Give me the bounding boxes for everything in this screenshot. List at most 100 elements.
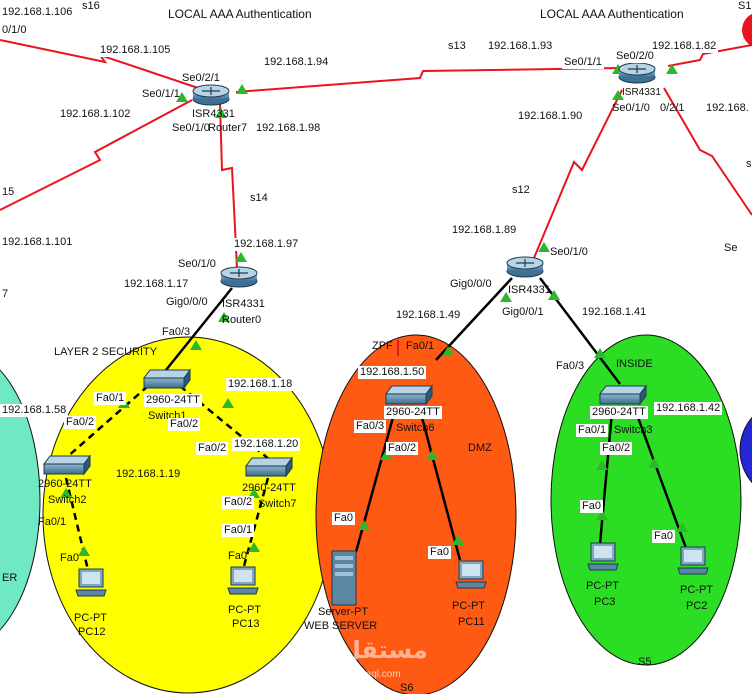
router-model: ISR4331 <box>192 108 235 120</box>
zone-label-left: ER <box>2 572 18 584</box>
link-sw3-pc2 <box>634 411 688 549</box>
link-label: s16 <box>82 0 100 12</box>
router-model: ISR4331 <box>222 298 265 310</box>
pc13-icon[interactable] <box>226 566 260 596</box>
port-label: Fa0/1 <box>222 524 255 537</box>
watermark-latin: mostaql.com <box>344 669 401 680</box>
partial-label: S1 <box>738 0 752 12</box>
port-up-indicator <box>648 458 660 468</box>
host-name: PC3 <box>594 596 616 608</box>
switch-model: 2960-24TT <box>384 406 442 419</box>
zone-right-partial <box>739 416 752 484</box>
host-name: PC2 <box>686 600 708 612</box>
port-label: Se0/1/0 <box>612 102 650 114</box>
host-type: PC-PT <box>680 584 713 596</box>
partial-label: 15 <box>2 186 15 198</box>
link-label: s13 <box>448 40 466 52</box>
zone-label-s5: S5 <box>638 656 652 668</box>
port-up-indicator <box>248 542 260 552</box>
port-up-indicator <box>596 510 608 520</box>
ip-label: 192.168.1.97 <box>232 238 301 251</box>
switch3-icon[interactable] <box>598 384 648 406</box>
pc12-icon[interactable] <box>74 568 108 598</box>
port-up-indicator <box>452 535 464 545</box>
port-label: Fa0 <box>60 552 79 564</box>
router-mid-icon[interactable] <box>506 256 544 278</box>
router-model: ISR4331 <box>622 87 661 98</box>
port-label: Se0/1/1 <box>142 88 180 100</box>
link-sw7-pc13 <box>242 477 270 567</box>
router7-icon[interactable] <box>192 84 230 106</box>
ip-label: 192.168.1.58 <box>0 404 69 417</box>
zone-label-layer2: LAYER 2 SECURITY <box>54 346 158 358</box>
host-name: PC13 <box>232 618 260 630</box>
pc2-icon[interactable] <box>676 546 710 576</box>
ip-label: 192.168.1.18 <box>226 378 295 391</box>
serial-link-left-lower <box>0 99 193 211</box>
port-label: Se0/1/1 <box>562 56 604 69</box>
ip-label: 192.168.1.17 <box>122 278 191 291</box>
port-label: Fa0/2 <box>196 442 229 455</box>
zone-label-s6: S6 <box>400 682 414 694</box>
watermark-arabic: مستقل <box>340 636 428 664</box>
router-top-right-icon[interactable] <box>618 62 656 84</box>
host-type: Server-PT <box>318 606 369 618</box>
link-sw6-pc11 <box>418 409 462 561</box>
serial-link-left-top <box>0 39 211 93</box>
port-label: Fa0/1 <box>94 392 127 405</box>
router-name: Router7 <box>208 122 248 134</box>
host-name: WEB SERVER <box>304 620 378 632</box>
port-label: Fa0/1 <box>406 340 435 352</box>
ip-label: 192.168.1.94 <box>262 56 331 69</box>
switch6-icon[interactable] <box>384 384 434 406</box>
serial-link-top-right <box>667 44 752 67</box>
port-label: Fa0/3 <box>162 326 191 338</box>
ip-label: 192.168. <box>704 102 751 115</box>
port-up-indicator <box>442 346 454 356</box>
host-name: PC12 <box>78 626 106 638</box>
port-label: Se0/2/0 <box>614 50 656 63</box>
port-label: Se0/2/1 <box>182 72 220 84</box>
port-label: Se <box>724 242 738 254</box>
port-label: Fa0/3 <box>354 420 387 433</box>
serial-link-s14 <box>219 103 238 269</box>
port-up-indicator <box>596 460 608 470</box>
link-sw3-pc3 <box>598 411 614 545</box>
port-label: Se0/1/0 <box>550 246 588 258</box>
port-label: Fa0/2 <box>600 442 633 455</box>
switch1-icon[interactable] <box>142 368 192 390</box>
ip-label: 192.168.1.42 <box>654 402 723 415</box>
switch7-icon[interactable] <box>244 456 294 478</box>
router-model: ISR4331 <box>508 284 551 296</box>
port-status-indicators <box>60 64 688 556</box>
pc3-icon[interactable] <box>586 542 620 572</box>
host-name: PC11 <box>458 616 485 628</box>
zone-label-zpf: ZPF <box>372 340 393 352</box>
port-up-indicator <box>594 348 606 358</box>
port-label: Gig0/0/0 <box>166 296 208 308</box>
port-up-indicator <box>538 242 550 252</box>
port-label: Fa0 <box>332 512 355 525</box>
port-up-indicator <box>426 450 438 460</box>
title-right: LOCAL AAA Authentication <box>540 7 684 21</box>
switch-name: Switch2 <box>48 494 87 506</box>
switch2-icon[interactable] <box>42 454 92 476</box>
port-up-indicator <box>190 340 202 350</box>
port-up-indicator <box>235 252 247 262</box>
zone-top-right-partial <box>742 13 752 47</box>
port-label: Se0/1/0 <box>178 258 216 270</box>
port-label: Fa0/3 <box>556 360 585 372</box>
ip-label: 192.168.1.41 <box>580 306 649 319</box>
zone-label-dmz: DMZ <box>468 442 492 454</box>
server-icon[interactable] <box>330 550 358 606</box>
switch-name: Switch6 <box>396 422 435 434</box>
port-label: Se0/1/0 <box>172 122 210 134</box>
port-label: 0/1/0 <box>2 24 27 36</box>
port-label: Fa0/2 <box>386 442 419 455</box>
port-up-indicator <box>666 64 678 74</box>
serial-link-s12 <box>533 89 623 259</box>
router-name: Router0 <box>222 314 262 326</box>
pc11-icon[interactable] <box>454 560 488 590</box>
port-label: Gig0/0/1 <box>502 306 544 318</box>
router0-icon[interactable] <box>220 266 258 288</box>
